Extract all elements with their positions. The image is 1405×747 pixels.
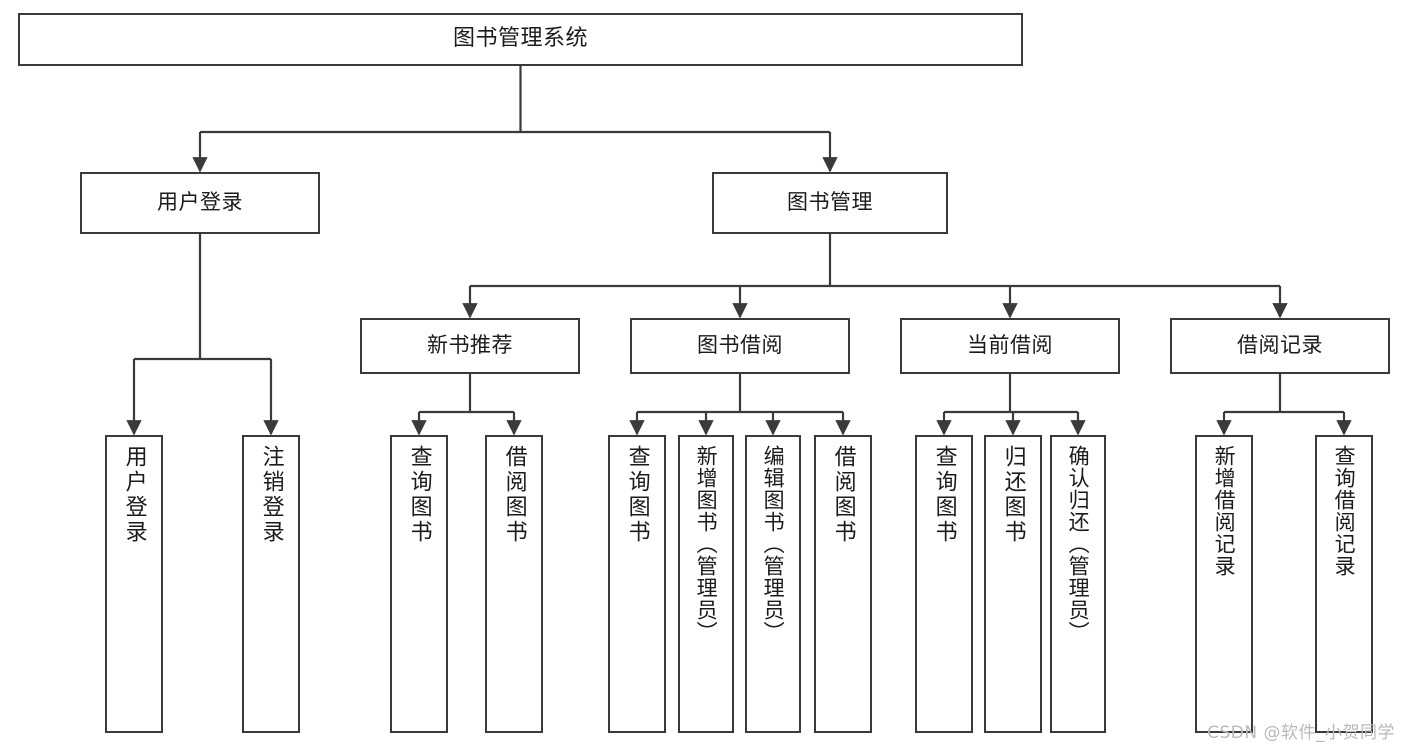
node-b_add[interactable]: 新增图书（管理员） [678, 435, 734, 733]
node-label: 查询借阅记录 [1332, 445, 1357, 577]
node-label: 借阅图书 [830, 445, 856, 545]
node-l_logout[interactable]: 注销登录 [242, 435, 300, 733]
node-label: 新增图书（管理员） [694, 445, 719, 643]
watermark-text: CSDN @软件_小贺同学 [1207, 723, 1395, 743]
node-h_query[interactable]: 查询借阅记录 [1315, 435, 1373, 733]
node-label: 当前借阅 [967, 333, 1053, 358]
node-label: 注销登录 [258, 445, 284, 545]
node-label: 查询图书 [624, 445, 650, 545]
node-label: 编辑图书（管理员） [761, 445, 786, 643]
node-label: 图书管理系统 [452, 26, 588, 52]
node-label: 查询图书 [931, 445, 957, 545]
node-n_bookmgr[interactable]: 图书管理 [712, 172, 948, 234]
node-label: 查询图书 [406, 445, 432, 545]
node-r_query[interactable]: 查询图书 [390, 435, 448, 733]
node-c_query[interactable]: 查询图书 [915, 435, 973, 733]
node-label: 图书管理 [787, 190, 873, 215]
node-b_query[interactable]: 查询图书 [608, 435, 666, 733]
node-c_return[interactable]: 归还图书 [984, 435, 1042, 733]
node-root[interactable]: 图书管理系统 [18, 13, 1023, 66]
node-label: 图书借阅 [697, 333, 783, 358]
node-label: 借阅记录 [1237, 333, 1323, 358]
node-n_history[interactable]: 借阅记录 [1170, 318, 1390, 374]
node-label: 归还图书 [1000, 445, 1026, 545]
node-r_borrow[interactable]: 借阅图书 [485, 435, 543, 733]
node-label: 新增借阅记录 [1212, 445, 1237, 577]
node-l_login[interactable]: 用户登录 [105, 435, 163, 733]
node-n_login[interactable]: 用户登录 [80, 172, 320, 234]
node-n_current[interactable]: 当前借阅 [900, 318, 1120, 374]
node-b_edit[interactable]: 编辑图书（管理员） [745, 435, 801, 733]
node-n_borrow[interactable]: 图书借阅 [630, 318, 850, 374]
node-label: 用户登录 [121, 445, 147, 545]
node-label: 用户登录 [157, 190, 243, 215]
node-c_confirm[interactable]: 确认归还（管理员） [1050, 435, 1106, 733]
node-n_newrec[interactable]: 新书推荐 [360, 318, 580, 374]
node-h_add[interactable]: 新增借阅记录 [1195, 435, 1253, 733]
node-label: 确认归还（管理员） [1066, 445, 1091, 643]
node-b_lend[interactable]: 借阅图书 [814, 435, 872, 733]
node-label: 借阅图书 [501, 445, 527, 545]
node-label: 新书推荐 [427, 333, 513, 358]
